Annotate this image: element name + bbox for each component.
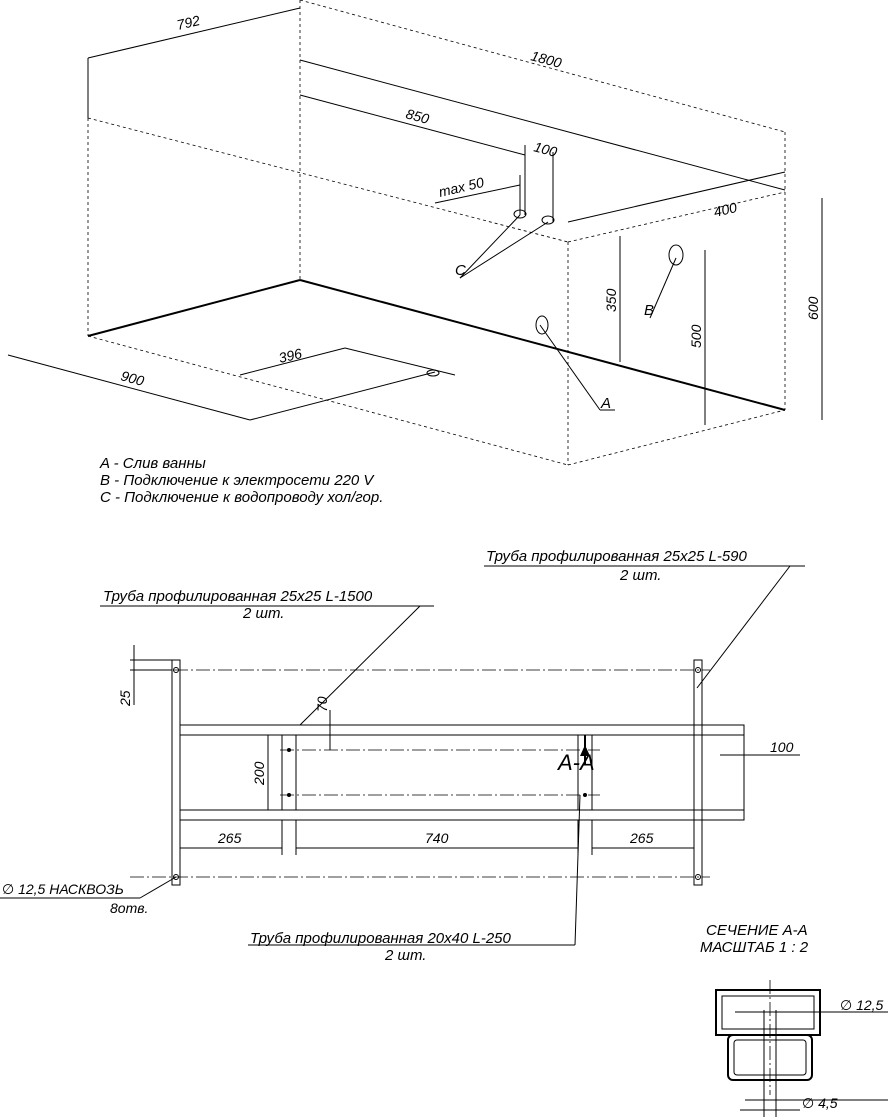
dim-overhang: 100 <box>770 739 794 755</box>
section-hole-small: ∅ 4,5 <box>802 1095 838 1111</box>
callout-top-left-qty: 2 шт. <box>242 605 284 622</box>
callout-bottom-title: Труба профилированная 20х40 L-250 <box>250 930 512 947</box>
marker-c: C <box>455 262 466 279</box>
callout-top-right-qty: 2 шт. <box>619 567 661 584</box>
dim-width: 792 <box>175 12 202 33</box>
dim-length: 1800 <box>529 47 563 71</box>
hole-left-bottom <box>173 874 179 880</box>
iso-connection-symbols <box>426 209 684 377</box>
dim-inlet-max: max 50 <box>437 174 486 200</box>
section-title: СЕЧЕНИЕ А-А <box>706 922 808 939</box>
legend: A - Слив ванны B - Подключение к электро… <box>99 455 383 506</box>
rail-bottom <box>179 809 745 821</box>
dim-right-span: 265 <box>629 830 654 846</box>
legend-line-c: C - Подключение к водопроводу хол/гор. <box>100 489 383 506</box>
callout-top-left-title: Труба профилированная 25х25 L-1500 <box>103 588 373 605</box>
crossbar-left <box>281 734 297 811</box>
legend-line-a: A - Слив ванны <box>99 455 206 472</box>
dim-socket-offset: 400 <box>712 199 739 220</box>
dim-middle-span: 740 <box>425 830 449 846</box>
section-hole-large: ∅ 12,5 <box>840 997 884 1013</box>
dim-inlet-height: 350 <box>603 288 619 312</box>
callout-hole-qty: 8отв. <box>110 900 148 916</box>
dim-total-height: 600 <box>805 296 821 320</box>
iso-dimension-lines <box>7 7 823 425</box>
hole-right-bottom <box>695 874 701 880</box>
tube-right <box>693 659 703 886</box>
legend-line-b: B - Подключение к электросети 220 V <box>100 472 375 489</box>
dim-socket-height: 500 <box>688 324 704 348</box>
inlet-symbol-left <box>513 209 527 219</box>
section-mark: А-А <box>556 750 595 775</box>
section-view: СЕЧЕНИЕ А-А МАСШТАБ 1 : 2 ∅ 12,5 ∅ 4,5 <box>700 922 888 1117</box>
inlet-symbol-right <box>541 215 555 225</box>
dim-drain-length: 900 <box>119 367 146 389</box>
callout-hole-title: ∅ 12,5 НАСКВОЗЬ <box>2 881 124 897</box>
dim-drain-width: 396 <box>277 345 304 366</box>
iso-view: 792 1800 850 100 max 50 400 350 600 500 … <box>7 0 823 466</box>
rail-top <box>179 724 745 736</box>
dim-left-span: 265 <box>217 830 242 846</box>
hole-right-top <box>695 667 701 673</box>
crossbar-hole-2 <box>287 793 291 797</box>
iso-leader-lines <box>459 214 677 411</box>
iso-hidden-edges <box>87 0 786 466</box>
section-scale: МАСШТАБ 1 : 2 <box>700 939 809 956</box>
tube-left <box>171 659 181 886</box>
callout-top-right-title: Труба профилированная 25х25 L-590 <box>486 548 748 565</box>
callout-bottom-qty: 2 шт. <box>384 947 426 964</box>
hole-left-top <box>173 667 179 673</box>
dim-rail-offset: 70 <box>314 696 330 712</box>
crossbar-hole-1 <box>287 748 291 752</box>
frame-view: Труба профилированная 25х25 L-590 2 шт. … <box>0 548 805 964</box>
dim-edge-offset: 25 <box>117 690 133 707</box>
marker-b: B <box>644 302 654 319</box>
dim-inlet-spacing: 100 <box>532 138 559 160</box>
drain-symbol <box>535 315 549 335</box>
crossbar-hole-4 <box>583 793 587 797</box>
drain-floor-symbol <box>426 369 440 377</box>
marker-a: A <box>600 395 611 412</box>
socket-symbol <box>668 244 684 266</box>
dim-crossbar-height: 200 <box>251 761 267 786</box>
dim-inlet-offset: 850 <box>404 105 431 127</box>
iso-solid-edges <box>87 279 786 411</box>
